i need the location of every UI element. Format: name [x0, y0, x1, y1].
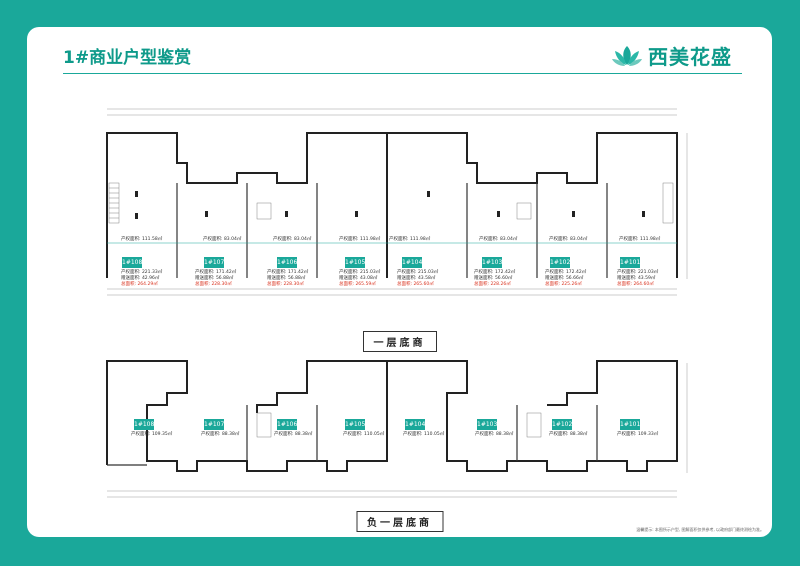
basement-tag-108: 1#108	[134, 419, 155, 430]
unit-tag-101: 1#101	[620, 257, 641, 268]
brand-name: 西美花盛	[648, 45, 732, 69]
unit-inner-area: 产权面积: 111.98㎡	[389, 237, 431, 242]
basement-tag-101: 1#101	[620, 419, 641, 430]
basement-area: 产权面积: 88.38㎡	[475, 432, 514, 437]
unit-inner-area: 产权面积: 83.04㎡	[479, 237, 518, 242]
basement-tag-107: 1#107	[204, 419, 225, 430]
basement-area: 产权面积: 110.05㎡	[403, 432, 445, 437]
unit-inner-area: 产权面积: 111.98㎡	[339, 237, 381, 242]
unit-tag-106: 1#106	[277, 257, 298, 268]
basement-area: 产权面积: 109.35㎡	[131, 432, 173, 437]
unit-tag-107: 1#107	[204, 257, 225, 268]
basement-tag-103: 1#103	[477, 419, 498, 430]
unit-inner-area: 产权面积: 83.04㎡	[203, 237, 242, 242]
ground-floor-plan	[87, 103, 707, 299]
header-divider	[63, 73, 742, 74]
unit-tag-105: 1#105	[345, 257, 366, 268]
unit-inner-area: 产权面积: 83.04㎡	[273, 237, 312, 242]
brand-logo: 西美花盛	[612, 41, 732, 70]
unit-tag-102: 1#102	[550, 257, 571, 268]
basement-tag-104: 1#104	[405, 419, 426, 430]
basement-floor-label: 负一层底商	[356, 511, 443, 532]
brochure-card: 1#商业户型鉴赏 西美花盛	[27, 27, 772, 537]
footnote: 温馨提示: 本图所示户型, 图解面积仅供参考, 以政府部门最终测绘为准。	[636, 527, 764, 532]
unit-tag-104: 1#104	[402, 257, 423, 268]
unit-tag-108: 1#108	[122, 257, 143, 268]
page-title: 1#商业户型鉴赏	[63, 48, 192, 68]
basement-floor-plan	[87, 353, 707, 503]
basement-area: 产权面积: 109.33㎡	[617, 432, 659, 437]
basement-tag-102: 1#102	[552, 419, 573, 430]
basement-area: 产权面积: 110.05㎡	[343, 432, 385, 437]
unit-inner-area: 产权面积: 111.98㎡	[619, 237, 661, 242]
basement-tag-105: 1#105	[345, 419, 366, 430]
unit-tag-103: 1#103	[482, 257, 503, 268]
unit-inner-area: 产权面积: 83.04㎡	[549, 237, 588, 242]
unit-inner-area: 产权面积: 111.58㎡	[121, 237, 163, 242]
lotus-icon	[612, 45, 642, 66]
basement-tag-106: 1#106	[277, 419, 298, 430]
basement-area: 产权面积: 88.38㎡	[274, 432, 313, 437]
ground-floor-label: 一层底商	[362, 331, 437, 352]
basement-area: 产权面积: 88.38㎡	[201, 432, 240, 437]
basement-area: 产权面积: 88.38㎡	[549, 432, 588, 437]
